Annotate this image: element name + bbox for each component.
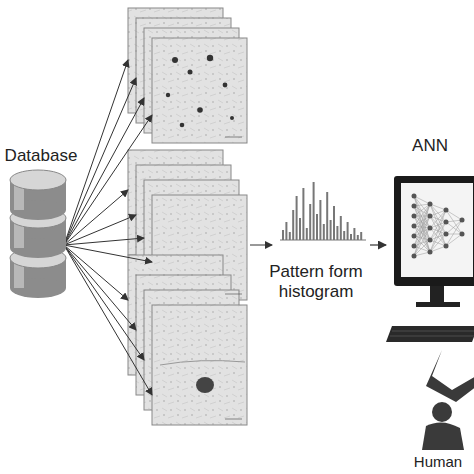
histogram-block-graphic [272,178,364,244]
ann-computer-graphic [386,176,474,344]
human-operator-graphic [406,346,474,452]
node-label: ANN [386,136,474,156]
flow-arrow [370,244,386,245]
ann-computer: ANN [386,136,474,346]
node-label: Pattern form histogram [262,262,370,302]
node-label: Database [0,146,82,166]
human-operator: Human [402,346,474,474]
database-cylinder-graphic [0,170,64,300]
database-cylinder: Database [0,146,82,316]
node-label: Human [402,452,474,472]
histogram-block: Pattern form histogram [262,178,370,308]
